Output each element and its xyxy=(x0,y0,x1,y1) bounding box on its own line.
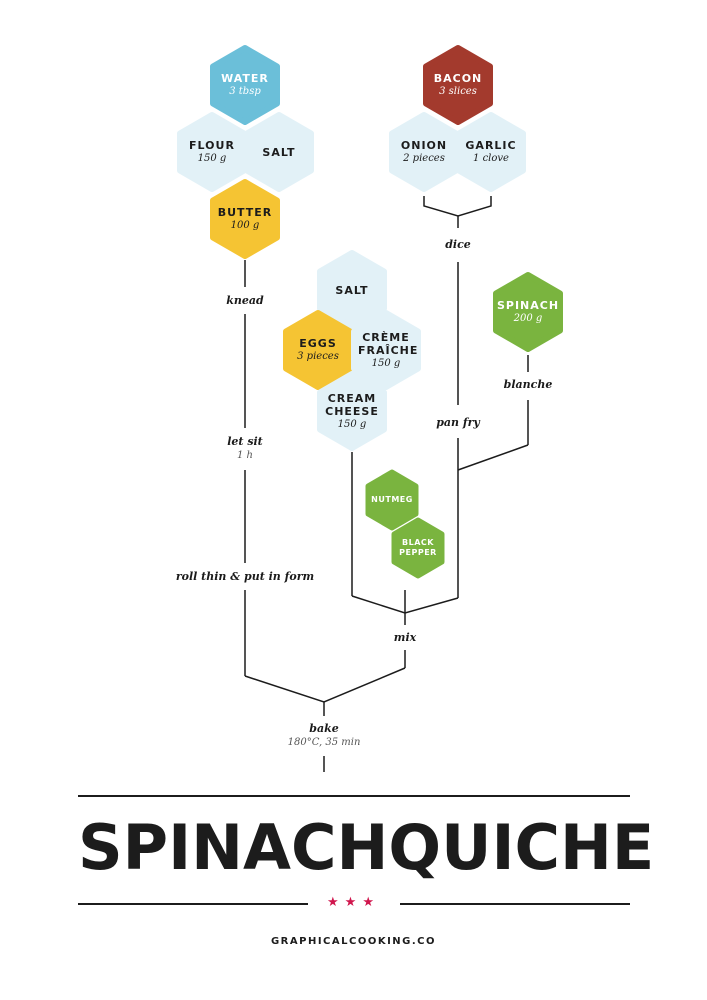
ingredient-nutmeg: NUTMEG xyxy=(368,490,416,510)
ingredient-black-pepper: BLACK PEPPER xyxy=(396,536,440,560)
ingredient-name: FLOUR xyxy=(189,139,235,152)
step-detail: 1 h xyxy=(237,450,253,461)
ingredient-butter: BUTTER 100 g xyxy=(213,199,277,239)
ingredient-qty: 3 pieces xyxy=(297,351,339,362)
step-label: knead xyxy=(226,294,264,307)
ingredient-qty: 200 g xyxy=(513,313,543,324)
site-link[interactable]: GRAPHICALCOOKING.CO xyxy=(270,936,437,947)
ingredient-qty: 3 slices xyxy=(439,86,477,97)
ingredient-spinach: SPINACH 200 g xyxy=(496,292,560,332)
ingredient-salt-dough: SALT xyxy=(247,132,311,172)
right-divider xyxy=(400,903,630,905)
ingredient-name: BACON xyxy=(433,72,483,85)
step-label: mix xyxy=(393,631,417,644)
ingredient-name: GARLIC xyxy=(465,139,517,152)
step-blanche: blanche xyxy=(504,378,553,392)
connector-lines xyxy=(244,196,529,772)
ingredient-qty: 3 tbsp xyxy=(229,86,261,97)
ingredient-garlic: GARLIC 1 clove xyxy=(459,132,523,172)
step-label: pan fry xyxy=(436,416,480,429)
ingredient-qty: 150 g xyxy=(337,418,367,430)
ingredient-qty: 150 g xyxy=(371,357,401,369)
ingredient-name: BUTTER xyxy=(217,206,273,219)
ingredient-qty: 1 clove xyxy=(473,153,509,164)
ingredient-salt-custard: SALT xyxy=(320,270,384,310)
step-bake: bake 180°C, 35 min xyxy=(288,722,361,749)
step-label: blanche xyxy=(503,378,553,391)
ingredient-bacon: BACON 3 slices xyxy=(426,65,490,105)
left-divider xyxy=(78,903,308,905)
ingredient-name: SALT xyxy=(335,283,369,297)
ingredient-onion: ONION 2 pieces xyxy=(392,132,456,172)
step-roll: roll thin & put in form xyxy=(176,570,314,584)
ingredient-name: BLACK PEPPER xyxy=(399,538,437,557)
step-label: dice xyxy=(445,238,471,251)
ingredient-qty: 150 g xyxy=(197,153,227,164)
top-divider xyxy=(78,795,630,797)
recipe-title: SPINACHQUICHE xyxy=(78,811,655,884)
ingredient-eggs: EGGS 3 pieces xyxy=(286,330,350,370)
ingredient-name: NUTMEG xyxy=(371,495,413,504)
step-mix: mix xyxy=(394,631,416,645)
ingredient-name: CREAM CHEESE xyxy=(325,391,379,418)
ingredient-qty: 100 g xyxy=(230,220,260,231)
ingredient-flour: FLOUR 150 g xyxy=(180,132,244,172)
step-label: roll thin & put in form xyxy=(175,570,315,583)
step-pan-fry: pan fry xyxy=(436,416,480,430)
step-label: let sit xyxy=(227,435,263,448)
ingredient-name: CRÈME FRAÎCHE xyxy=(358,330,419,357)
step-label: bake xyxy=(309,722,339,735)
step-detail: 180°C, 35 min xyxy=(287,737,361,748)
ingredient-cream-cheese: CREAM CHEESE 150 g xyxy=(322,387,382,435)
step-knead: knead xyxy=(226,294,263,308)
ingredient-name: EGGS xyxy=(299,337,337,350)
ingredient-creme-fraiche: CRÈME FRAÎCHE 150 g xyxy=(356,326,419,374)
ingredient-name: SPINACH xyxy=(496,299,560,312)
step-let-sit: let sit 1 h xyxy=(227,435,263,462)
ingredient-name: ONION xyxy=(400,139,448,152)
ingredient-water: WATER 3 tbsp xyxy=(213,65,277,105)
ingredient-name: SALT xyxy=(262,145,296,159)
ingredient-qty: 2 pieces xyxy=(403,153,445,164)
ingredient-name: WATER xyxy=(221,72,269,85)
star-icons: ★★★ xyxy=(327,895,380,910)
step-dice: dice xyxy=(445,238,471,252)
